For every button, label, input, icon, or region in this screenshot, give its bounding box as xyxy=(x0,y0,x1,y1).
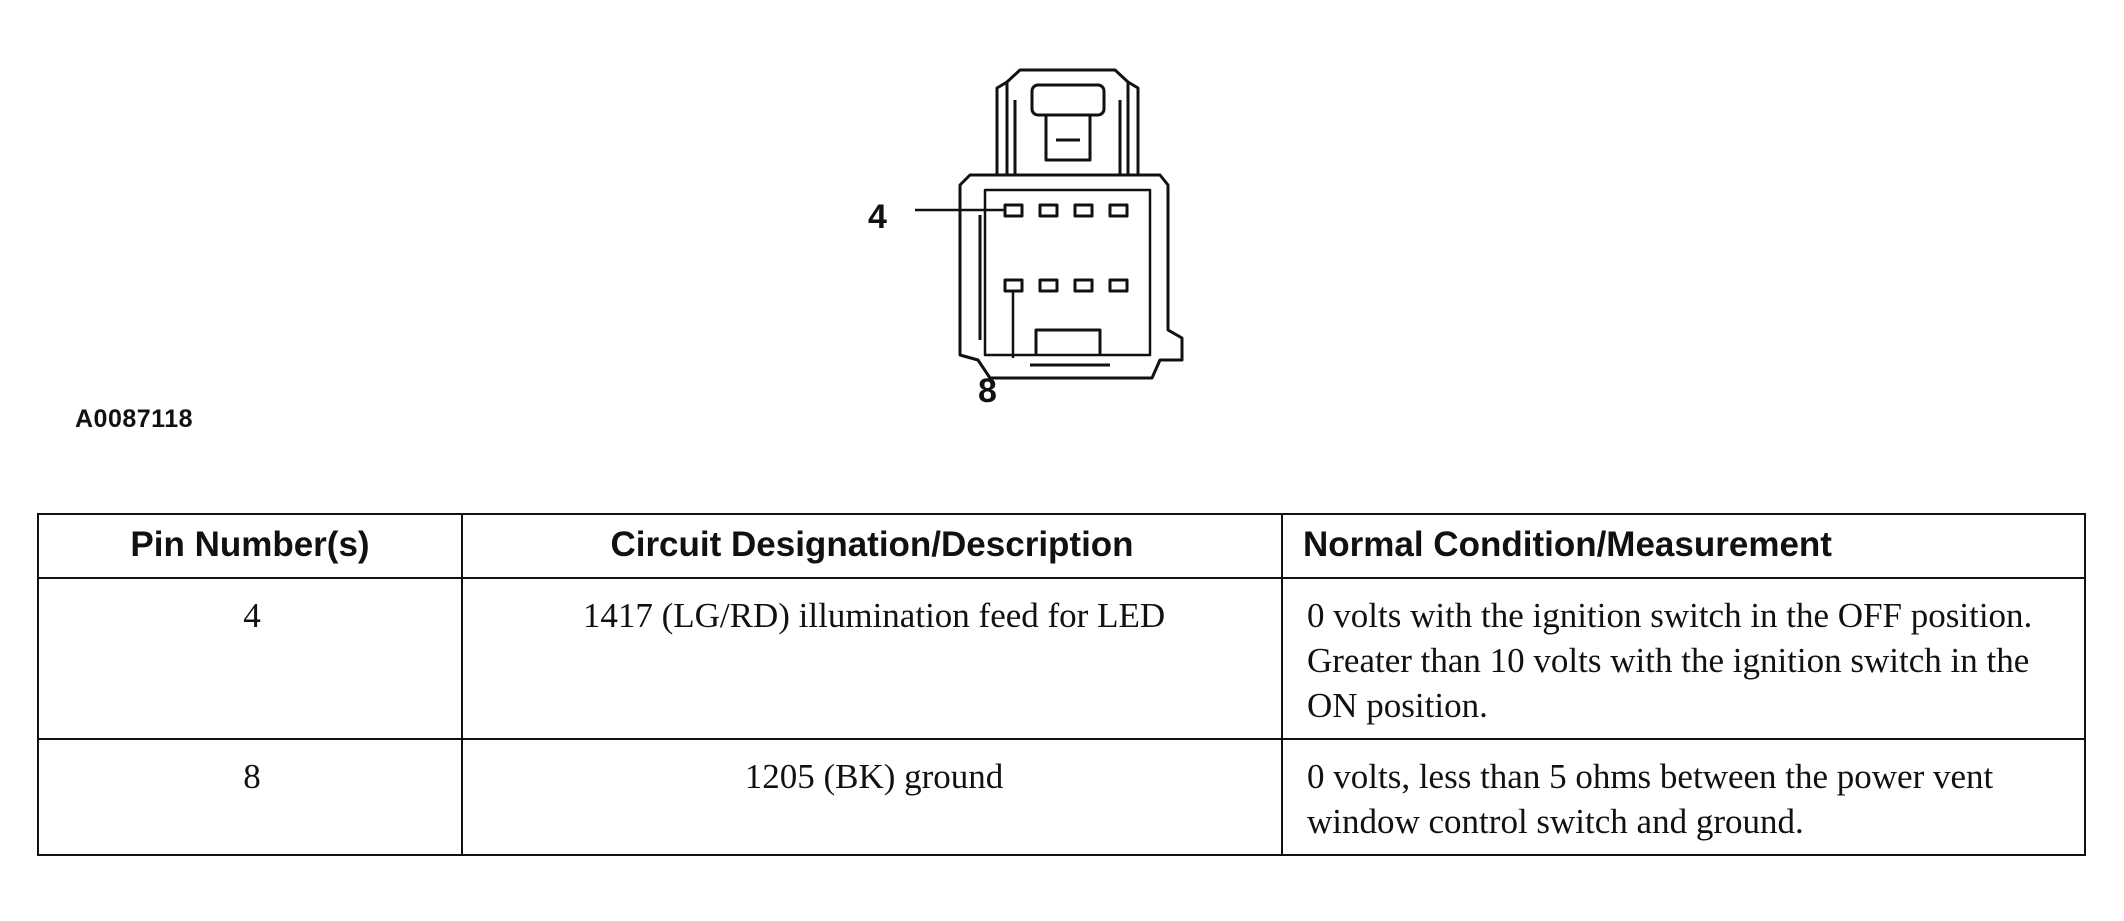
pin-cavity xyxy=(1038,203,1059,218)
header-circuit: Circuit Designation/Description xyxy=(461,513,1283,579)
cell-circuit: 1205 (BK) ground xyxy=(461,738,1283,856)
figure-id: A0087118 xyxy=(75,405,194,433)
pin-cavity xyxy=(1073,278,1094,293)
connector-housing xyxy=(958,173,1184,380)
table-row: 8 1205 (BK) ground 0 volts, less than 5 … xyxy=(37,738,2086,856)
table-row: 4 1417 (LG/RD) illumination feed for LED… xyxy=(37,577,2086,740)
cell-measurement: 0 volts with the ignition switch in the … xyxy=(1281,577,2086,740)
cell-pin: 4 xyxy=(37,577,463,740)
pin-callout-4: 4 xyxy=(868,198,887,236)
pin-cavity xyxy=(1073,203,1094,218)
header-pin-number: Pin Number(s) xyxy=(37,513,463,579)
table-header-row: Pin Number(s) Circuit Designation/Descri… xyxy=(37,513,2086,579)
pinout-table: Pin Number(s) Circuit Designation/Descri… xyxy=(37,513,2086,856)
cell-circuit: 1417 (LG/RD) illumination feed for LED xyxy=(461,577,1283,740)
header-measurement: Normal Condition/Measurement xyxy=(1281,513,2086,579)
cell-measurement: 0 volts, less than 5 ohms between the po… xyxy=(1281,738,2086,856)
pin-cavity xyxy=(1003,278,1024,293)
pin-cavity xyxy=(1003,203,1024,218)
pin-cavity xyxy=(1108,203,1129,218)
pin-cavity xyxy=(1038,278,1059,293)
connector-diagram xyxy=(915,68,1184,380)
pin-callout-8: 8 xyxy=(978,372,997,410)
connector-figure: 4 8 A0087118 xyxy=(75,68,1184,433)
cell-pin: 8 xyxy=(37,738,463,856)
connector-latch xyxy=(1005,68,1130,175)
pin-cavity xyxy=(1108,278,1129,293)
